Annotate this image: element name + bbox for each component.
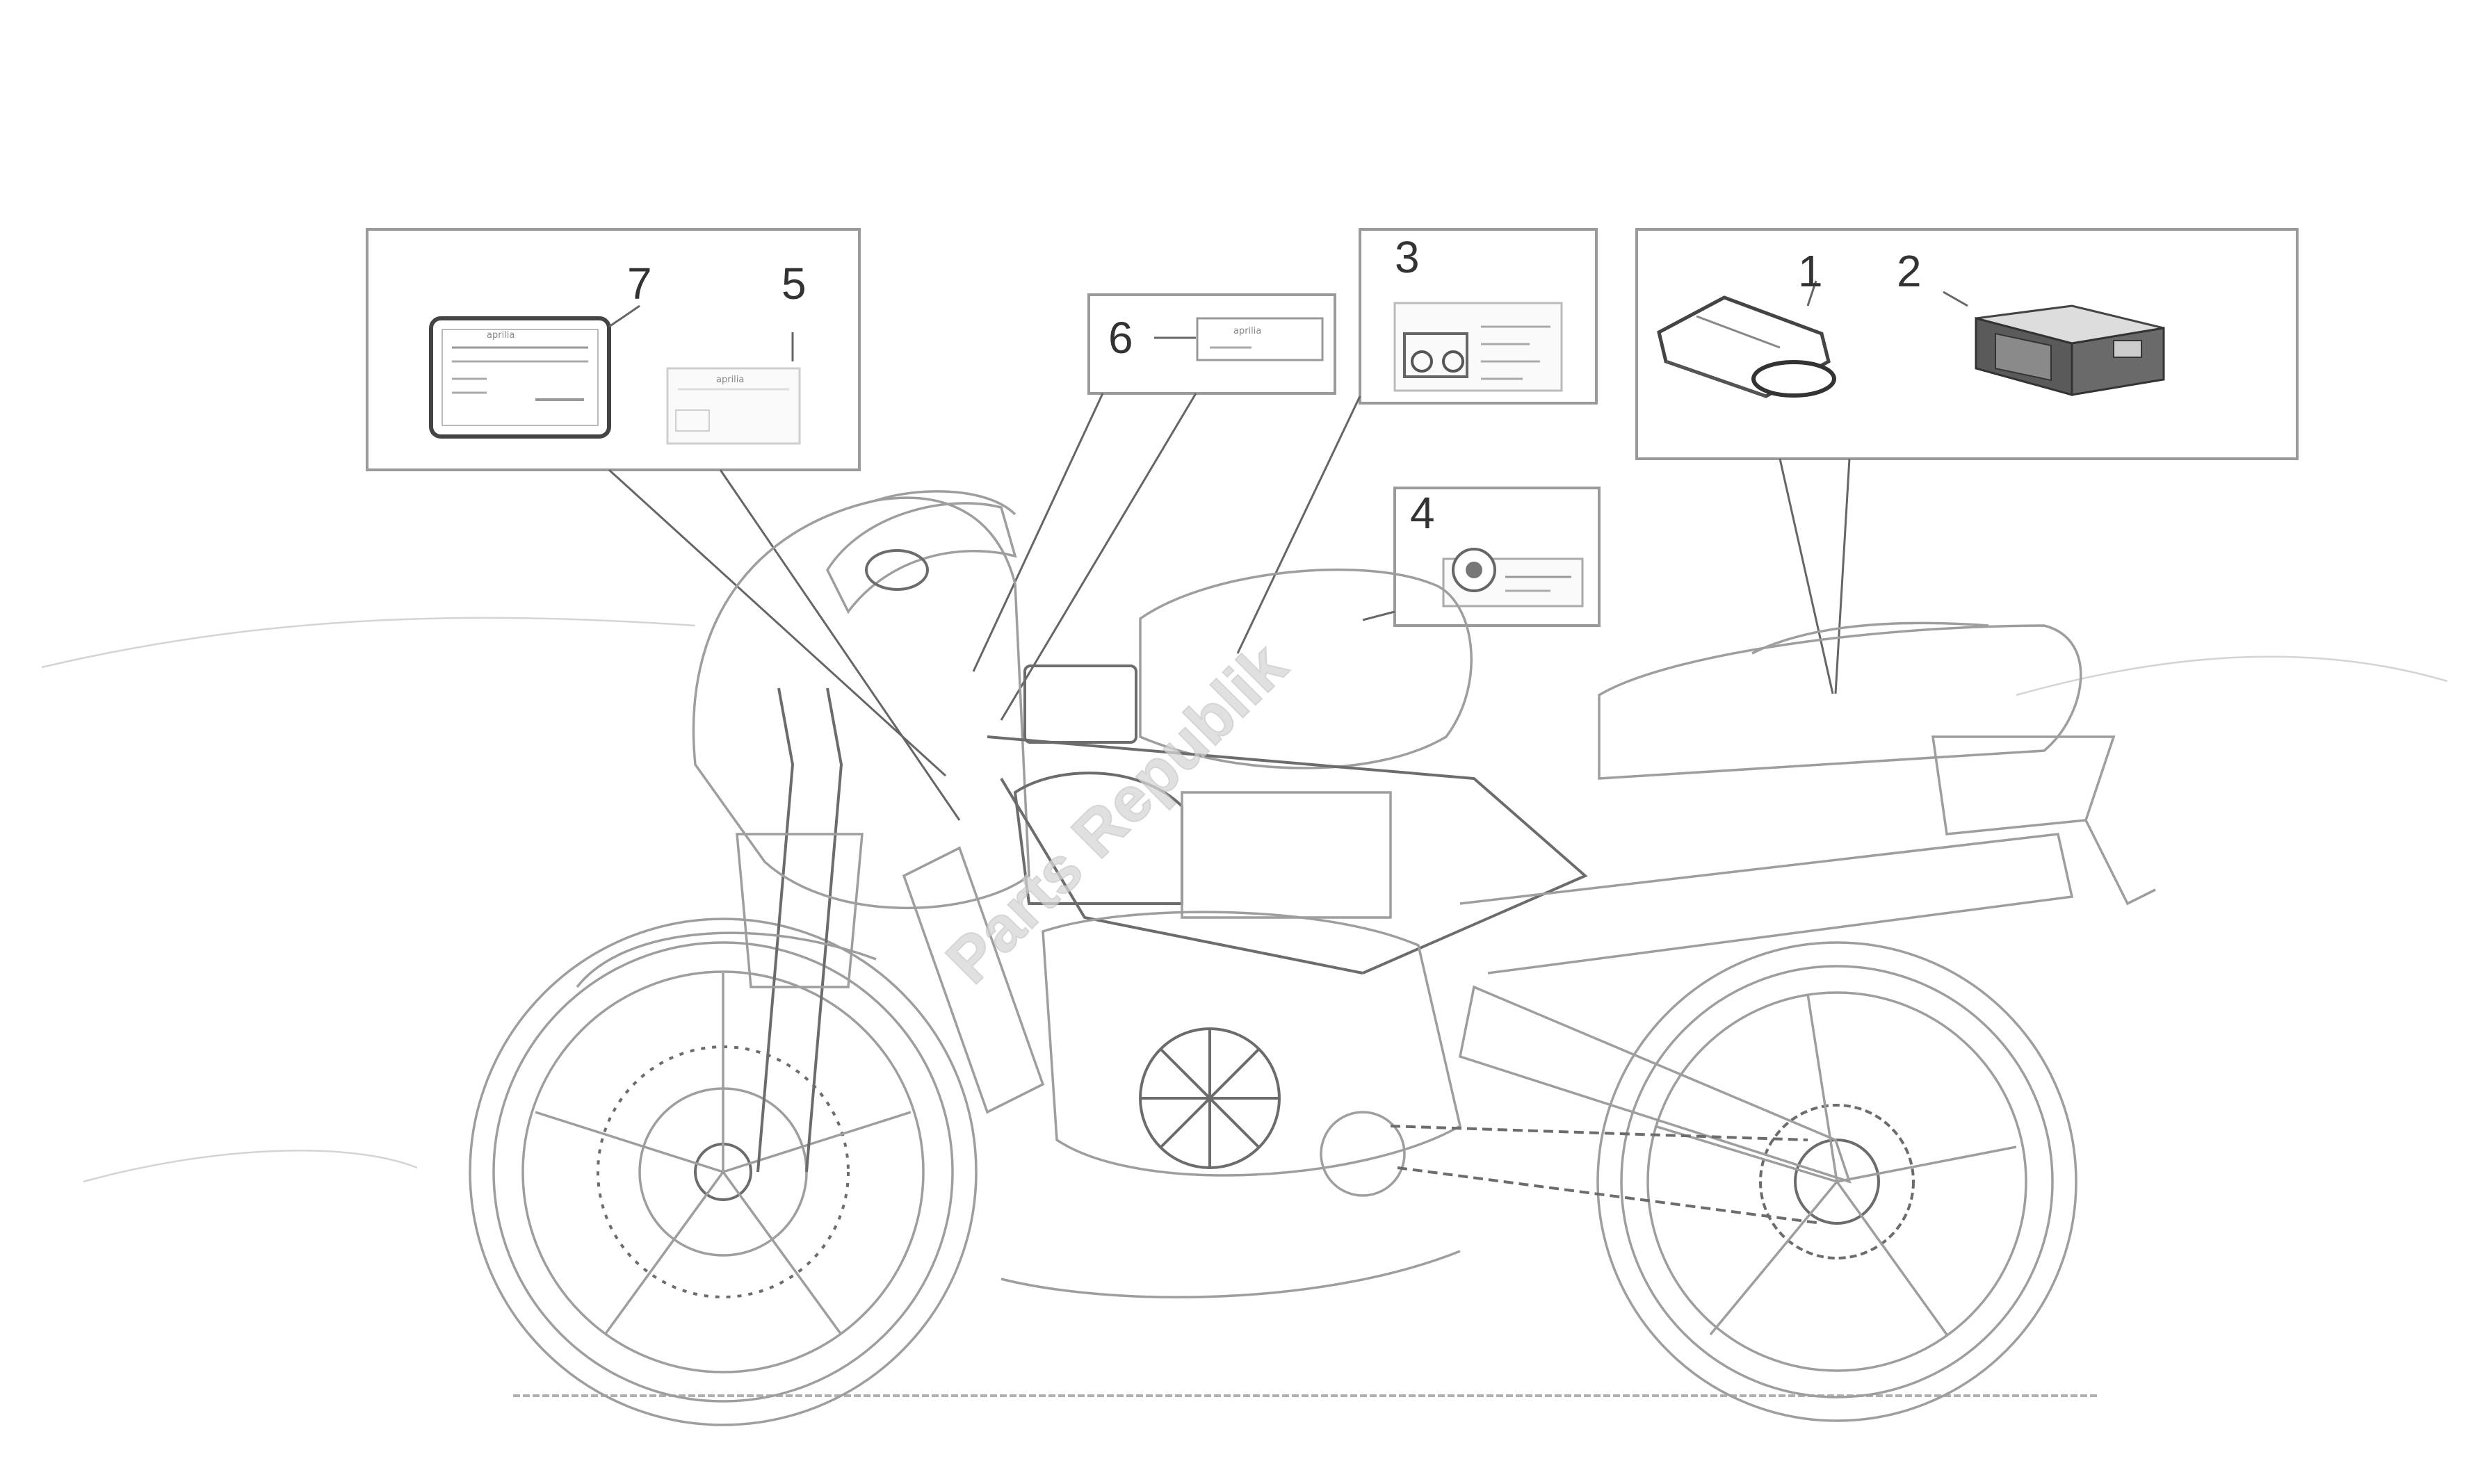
- callout-number-3: 3: [1395, 232, 1420, 282]
- callout-number-6: 6: [1108, 313, 1133, 363]
- callout-number-1: 1: [1798, 246, 1823, 296]
- drive-chain: [1390, 1125, 1822, 1225]
- rear-wheel: [1596, 941, 2077, 1422]
- main-frame: [987, 735, 1588, 975]
- tool-pouch: [1657, 295, 1836, 398]
- windscreen: [875, 490, 1016, 516]
- callout-number-5: 5: [781, 259, 807, 309]
- motorcycle-illustration: [469, 490, 2156, 1426]
- warranty-plate-brand: aprilia: [487, 330, 515, 341]
- model-sticker-brand: aprilia: [716, 375, 744, 385]
- owners-manual: [1975, 304, 2165, 396]
- callout-box-3: [1359, 228, 1598, 405]
- swingarm: [1458, 985, 1852, 1184]
- front-fork: [756, 687, 843, 1173]
- callout-number-2: 2: [1897, 246, 1922, 296]
- fuel-tank: [1139, 568, 1473, 769]
- callout-number-7: 7: [627, 259, 652, 309]
- leader-2: [1943, 291, 1968, 307]
- leader-1: [1806, 280, 1817, 307]
- watermark: Parts Republik: [933, 630, 1300, 997]
- pointer-lines: [608, 393, 1851, 821]
- chassis-sticker: aprilia: [1196, 317, 1324, 361]
- tail-section: [1598, 624, 2082, 780]
- callout-box-7-5: [366, 228, 861, 471]
- engine: [1013, 772, 1461, 1197]
- callout-box-6: [1087, 293, 1336, 395]
- warranty-label-plate: aprilia: [429, 316, 611, 439]
- instrument-panel: [1023, 664, 1137, 744]
- exhaust: [902, 846, 1045, 1114]
- callout-box-1-2: [1635, 228, 2299, 460]
- front-fender: [576, 931, 877, 988]
- fuel-sticker-4: [1442, 548, 1584, 608]
- front-wheel: [469, 918, 978, 1426]
- callout-box-4: [1393, 487, 1601, 627]
- background-ghost-lines: [41, 617, 2448, 1183]
- belly-pan: [1001, 1250, 1461, 1299]
- info-sticker-3: [1393, 302, 1563, 392]
- leader-7: [608, 304, 640, 328]
- model-sticker-faded: aprilia: [666, 367, 801, 445]
- front-fairing: [692, 496, 1030, 910]
- callout-number-4: 4: [1410, 488, 1435, 538]
- chassis-sticker-brand: aprilia: [1233, 326, 1261, 336]
